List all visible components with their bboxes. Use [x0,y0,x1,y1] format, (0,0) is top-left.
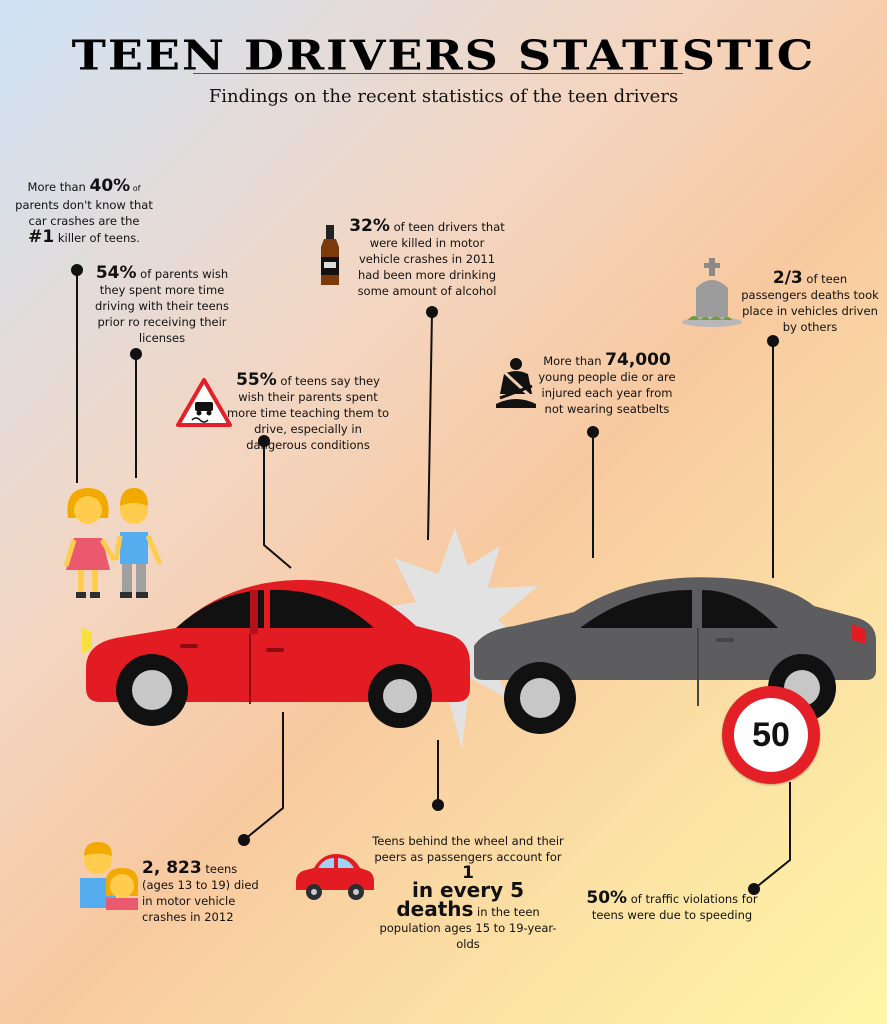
stat-74000-number: 74,000 [605,350,671,370]
stat-one-in-five-pre: Teens behind the wheel and their peers a… [372,834,564,864]
stat-2823: 2, 823 teens (ages 13 to 19) died in mot… [142,860,270,925]
dot-54 [130,348,142,360]
page-title: TEEN DRIVERS STATISTIC [71,30,816,80]
gray-car-icon [474,577,876,734]
dot-50 [748,883,760,895]
stat-two-thirds-text: of teen passengers deaths took place in … [741,272,879,334]
bottle-icon [321,225,339,285]
stat-40-rank: #1 [28,227,55,247]
stat-one-in-five-post: in the teen population ages 15 to 19-yea… [379,905,557,951]
stat-32-text: of teen drivers that were killed in moto… [357,220,505,298]
stat-32-percent: 32% of teen drivers that were killed in … [348,218,506,299]
speed-limit-sign: 50 [722,686,820,784]
siblings-icon [80,842,139,910]
stat-40-of: of [130,184,141,193]
dot-40 [71,264,83,276]
page-subtitle: Findings on the recent statistics of the… [208,86,679,107]
stat-32-number: 32% [349,216,390,236]
stat-55-text: of teens say they wish their parents spe… [226,374,390,452]
stat-one-in-five-one: 1 [462,863,474,883]
stat-54-text: of parents wish they spent more time dri… [95,267,229,345]
stat-one-in-five-big: in every 5 deaths [396,878,524,921]
stat-55-number: 55% [236,370,277,390]
red-car-icon [82,579,470,728]
dot-2823 [238,834,250,846]
stat-50-percent: 50% of traffic violations for teens were… [578,890,766,923]
dot-one-in-five [432,799,444,811]
stat-two-thirds-number: 2/3 [772,268,803,288]
stat-40-percent: More than 40% of parents don't know that… [14,178,154,246]
stat-one-in-five: Teens behind the wheel and their peers a… [372,833,564,952]
stat-74000: More than 74,000 young people die or are… [533,352,681,417]
dot-two-thirds [767,335,779,347]
title-divider [193,73,683,74]
stat-40-number: 40% [89,176,131,196]
slippery-road-sign-icon [176,378,232,427]
speed-limit-value: 50 [734,698,808,772]
stat-50-number: 50% [586,888,628,908]
dot-55 [258,435,270,447]
stat-40-lead: More than [27,180,90,194]
stat-54-number: 54% [95,263,137,283]
stat-two-thirds: 2/3 of teen passengers deaths took place… [740,270,880,335]
seatbelt-icon [496,358,536,408]
stat-40-end: killer of teens. [54,231,140,245]
stat-54-percent: 54% of parents wish they spent more time… [92,265,232,346]
stat-40-text: parents don't know that car crashes are … [15,198,153,228]
small-car-icon [296,854,374,900]
stat-55-percent: 55% of teens say they wish their parents… [222,372,394,453]
stat-74000-text: young people die or are injured each yea… [538,370,676,416]
dot-32 [426,306,438,318]
stat-50-text: of traffic violations for teens were due… [591,892,758,922]
stat-74000-lead: More than [543,354,606,368]
stat-2823-number: 2, 823 [142,858,202,878]
children-icon [63,488,163,598]
dot-74000 [587,426,599,438]
stat-2823-text: teens (ages 13 to 19) died in motor vehi… [142,862,259,924]
gravestone-icon [682,258,742,327]
